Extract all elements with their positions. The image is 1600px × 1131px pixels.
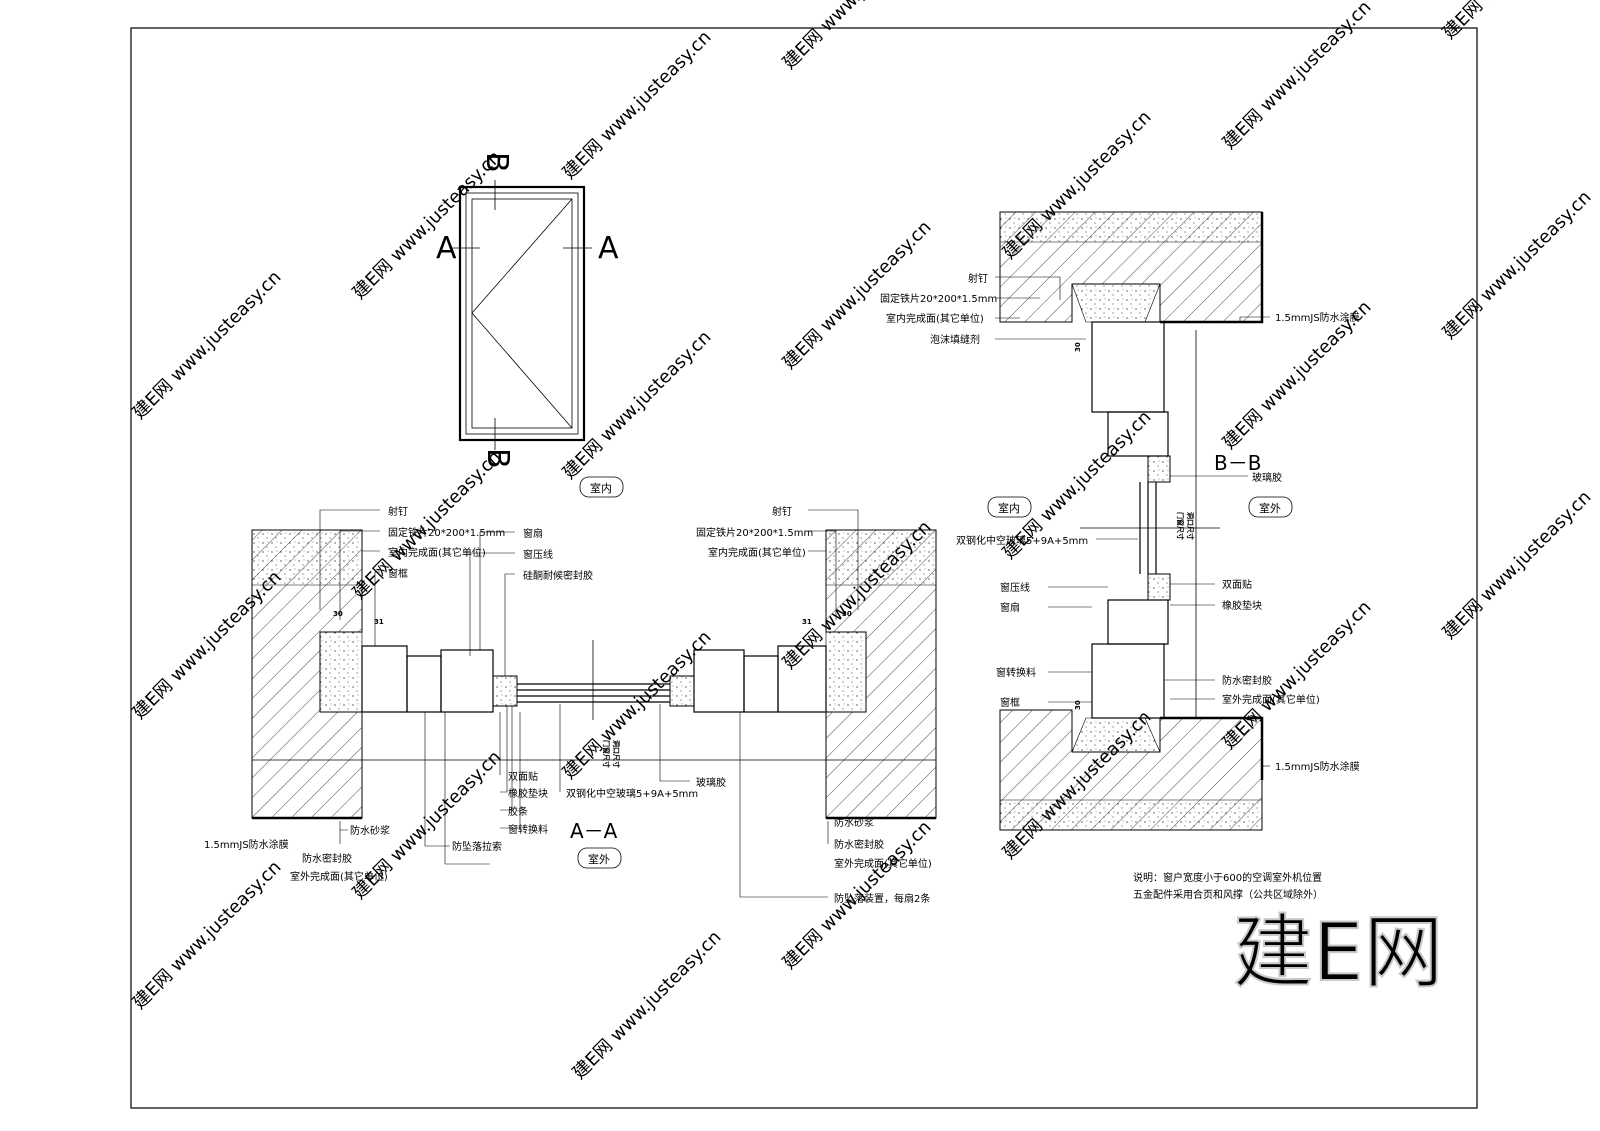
aa-callout-fall-device: 防坠落装置，每扇2条 (834, 892, 930, 905)
bb-callout-indoor-finish: 室内完成面(其它单位) (886, 312, 984, 325)
watermark-text: 建E网 www.justeasy.cn (569, 927, 726, 1084)
aa-dim-31-right: 31 (802, 618, 812, 626)
aa-callout-adapter: 窗转换料 (508, 823, 548, 836)
bb-callout-glass: 双钢化中空玻璃5+9A+5mm (956, 534, 1088, 547)
bb-callout-frame: 窗框 (1000, 696, 1020, 709)
bb-callout-glass-glue: 玻璃胶 (1252, 471, 1282, 484)
aa-dim-31-left: 31 (374, 618, 384, 626)
bb-callout-sash: 窗扇 (1000, 601, 1020, 614)
aa-callout-gasket: 胶条 (508, 805, 528, 818)
aa-callout-sealant-left: 防水密封胶 (302, 852, 352, 865)
note-line-2: 五金配件采用合页和风撑（公共区域除外） (1133, 888, 1323, 901)
bb-callout-membrane-bottom: 1.5mmJS防水涂膜 (1275, 760, 1360, 773)
aa-callout-glass: 双钢化中空玻璃5+9A+5mm (566, 787, 698, 800)
plan-indoor-label: 室内 (590, 481, 612, 495)
aa-callout-mortar-left: 防水砂浆 (350, 824, 390, 837)
section-mark-left: A (436, 231, 457, 266)
watermark-text: 建E网 www.justeasy.cn (1439, 487, 1596, 644)
bb-callout-outdoor-finish: 室外完成面(其它单位) (1222, 693, 1320, 706)
watermark-text: 建E网 www.justeasy.cn (559, 327, 716, 484)
bb-callout-membrane-top: 1.5mmJS防水涂膜 (1275, 311, 1360, 324)
aa-callout-indoor-finish-right: 室内完成面(其它单位) (708, 546, 806, 559)
aa-section-title: A－A (570, 819, 618, 843)
watermark-text: 建E网 www.justeasy.cn (129, 267, 286, 424)
bb-callout-tape: 双面贴 (1222, 578, 1252, 591)
bb-indoor-label: 室内 (998, 501, 1020, 515)
watermark-text: 建E网 www.justeasy.cn (559, 27, 716, 184)
aa-callout-nail-right: 射钉 (772, 506, 792, 518)
section-bb: 门窗尺寸 洞口尺寸 30 30 射钉 固定铁片20*200*1.5mm 室内完成… (880, 211, 1360, 831)
section-aa: 门窗尺寸 洞口尺寸 30 31 30 31 (204, 506, 937, 905)
bb-dim-door: 门窗尺寸 (1176, 512, 1185, 540)
aa-callout-plate-left: 固定铁片20*200*1.5mm (388, 526, 505, 539)
aa-callout-nail-left: 射钉 (388, 506, 408, 518)
brand-logo: 建E网 (1233, 906, 1444, 999)
sheet-border (130, 27, 1478, 1109)
aa-callout-glass-glue: 玻璃胶 (696, 776, 726, 789)
aa-outdoor-label: 室外 (588, 852, 610, 866)
section-mark-bottom: B (480, 448, 515, 469)
bb-callout-foam: 泡沫填缝剂 (930, 333, 980, 346)
aa-callout-membrane-left: 1.5mmJS防水涂膜 (204, 838, 289, 851)
watermark-text: 建E网 www.justeasy.cn (1439, 187, 1596, 344)
bb-dim-30-top: 30 (1074, 342, 1082, 352)
bb-callout-plate: 固定铁片20*200*1.5mm (880, 292, 997, 305)
aa-callout-mortar-right: 防水砂浆 (834, 816, 874, 829)
bb-callout-sealant: 防水密封胶 (1222, 674, 1272, 687)
aa-callout-indoor-finish-left: 室内完成面(其它单位) (388, 546, 486, 559)
aa-callout-plate-right: 固定铁片20*200*1.5mm (696, 526, 813, 539)
aa-callout-sash: 窗扇 (523, 527, 543, 540)
watermark-text: 建E网 www.justeasy.cn (1219, 0, 1376, 154)
aa-dim-opening: 洞口尺寸 (612, 740, 621, 768)
aa-callout-outdoor-finish-right: 室外完成面(其它单位) (834, 857, 932, 870)
aa-dim-door: 门窗尺寸 (602, 740, 611, 768)
aa-callout-tape: 双面贴 (508, 770, 538, 783)
aa-dim-30-right: 30 (842, 610, 852, 618)
aa-callout-sealant-right: 防水密封胶 (834, 838, 884, 851)
aa-callout-bead: 窗压线 (523, 548, 553, 561)
section-mark-top: B (479, 152, 514, 173)
bb-dim-30-bottom: 30 (1074, 700, 1082, 710)
watermark-text: 建E网 www.justeasy.cn (129, 857, 286, 1014)
bb-callout-adapter: 窗转换料 (996, 666, 1036, 679)
bb-dim-opening: 洞口尺寸 (1186, 512, 1195, 540)
watermark-text: 建E网 www.justeasy.cn (779, 0, 936, 74)
bb-callout-bead: 窗压线 (1000, 581, 1030, 594)
window-elevation: B B A A 室内 (436, 152, 624, 498)
bb-callout-rubber-block: 橡胶垫块 (1222, 599, 1262, 612)
aa-callout-fall-cable: 防坠落拉索 (452, 840, 502, 853)
section-mark-right: A (598, 231, 619, 266)
aa-callout-rubber-block: 橡胶垫块 (508, 787, 548, 800)
watermark-text: 建E网 www.justeasy.cn (349, 447, 506, 604)
aa-dim-30-left: 30 (333, 610, 343, 618)
bb-callout-nail: 射钉 (968, 273, 988, 285)
aa-callout-silicone: 硅酮耐候密封胶 (523, 569, 593, 582)
bb-section-title: B－B (1214, 451, 1261, 475)
aa-callout-outdoor-finish-left: 室外完成面(其它单位) (290, 870, 388, 883)
bb-outdoor-label: 室外 (1259, 501, 1281, 515)
aa-callout-frame: 窗框 (388, 567, 408, 580)
watermark-text: 建E网 www.justeasy.cn (1439, 0, 1596, 44)
note-line-1: 说明：窗户宽度小于600的空调室外机位置 (1133, 871, 1322, 884)
